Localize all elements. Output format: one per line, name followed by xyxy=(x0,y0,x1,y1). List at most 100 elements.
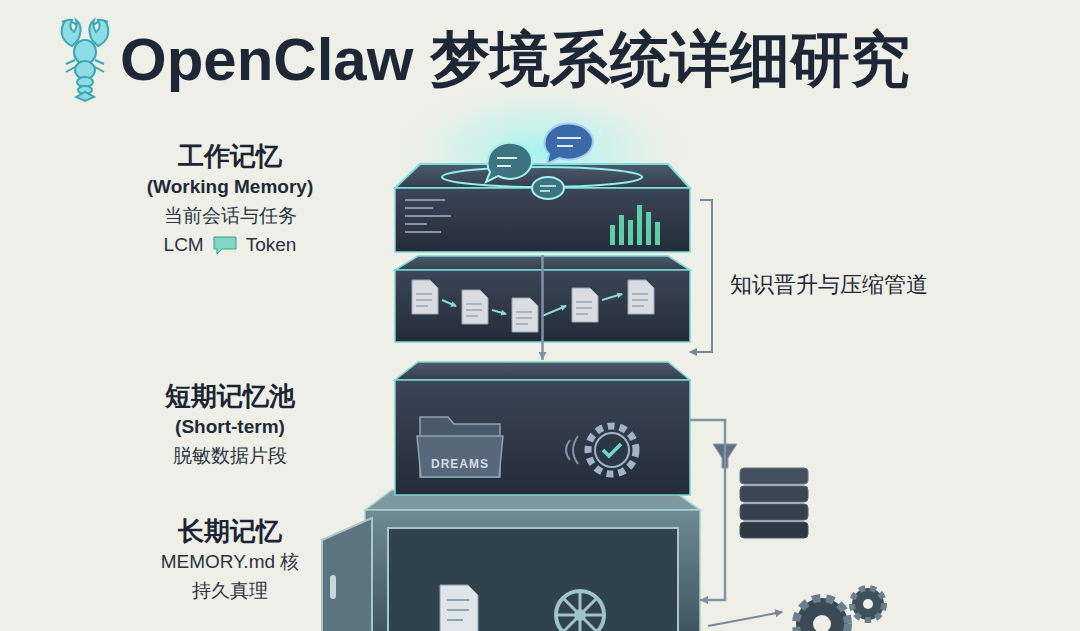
document-lines xyxy=(576,302,592,314)
vault xyxy=(447,600,469,620)
chat-bubbles xyxy=(598,126,604,138)
folder-node: DREAMS xyxy=(420,417,500,479)
chat-bubbles xyxy=(532,177,564,199)
document-icons xyxy=(462,290,488,324)
gear-check xyxy=(566,436,578,464)
vault xyxy=(322,518,372,631)
layer-label: 短期记忆池(Short-term)脱敏数据片段 xyxy=(95,380,365,470)
vault xyxy=(322,490,700,631)
folder-label: DREAMS xyxy=(431,457,489,471)
document-icons xyxy=(512,298,538,332)
layer-text: LCM xyxy=(164,230,204,259)
data-bars xyxy=(619,215,624,245)
title: OpenClaw 梦境系统详细研究 xyxy=(120,22,910,98)
flow-arrows xyxy=(492,310,506,314)
data-bars xyxy=(610,225,615,245)
document-lines xyxy=(466,304,482,316)
layer-text: Token xyxy=(246,230,297,259)
gears xyxy=(863,599,873,609)
flow-connector xyxy=(690,420,725,600)
folder-shape xyxy=(417,436,503,477)
memory-layer: 短期记忆池(Short-term)脱敏数据片段DREAMS xyxy=(395,360,690,495)
data-bars xyxy=(655,222,660,245)
lobster-icon xyxy=(62,20,109,101)
flow-arrows xyxy=(442,294,622,316)
vault xyxy=(388,528,678,631)
layer-heading: 短期记忆池 xyxy=(165,380,295,412)
layer-text: MEMORY.md 核 xyxy=(161,547,300,576)
memory-layer: 工作记忆(Working Memory)当前会话与任务LCMToken xyxy=(395,160,690,255)
flow-arrows xyxy=(442,300,456,306)
gear-check xyxy=(566,426,636,474)
output-arrow xyxy=(708,612,782,626)
data-bars xyxy=(637,205,642,245)
gears xyxy=(796,588,884,631)
document-icons xyxy=(572,288,598,322)
document-icons xyxy=(412,280,654,332)
label-row: 短期记忆池 xyxy=(95,380,365,412)
pipeline-label: 知识晋升与压缩管道 xyxy=(730,270,928,300)
working-memory-cube xyxy=(395,124,690,252)
layer-text: 当前会话与任务 xyxy=(164,201,297,230)
chat-bubbles xyxy=(497,158,517,166)
layer-text: (Short-term) xyxy=(175,412,285,441)
flow-connector xyxy=(541,255,544,360)
layer-label: 工作记忆(Working Memory)当前会话与任务LCM Token xyxy=(95,140,365,259)
storage-stack xyxy=(740,504,808,520)
vault xyxy=(440,585,478,631)
chat-icon xyxy=(212,235,238,255)
flow-arrows xyxy=(542,306,566,316)
gear-check xyxy=(588,426,636,474)
label-row: 脱敏数据片段 xyxy=(95,441,365,470)
lobster-icon xyxy=(66,60,104,72)
label-row: (Short-term) xyxy=(95,412,365,441)
layer-text: (Working Memory) xyxy=(147,172,313,201)
data-bars xyxy=(610,205,660,245)
chat-bubbles xyxy=(557,138,581,146)
gears xyxy=(852,588,884,620)
label-row: MEMORY.md 核 xyxy=(95,547,365,576)
vault xyxy=(556,591,604,631)
pipeline-bracket xyxy=(690,200,712,352)
storage-stack xyxy=(740,522,808,538)
layer-text: 持久真理 xyxy=(192,576,268,605)
document-lines xyxy=(516,312,532,324)
chat-bubbles xyxy=(545,124,593,164)
data-bars xyxy=(628,220,633,245)
label-row: (Working Memory) xyxy=(95,172,365,201)
memory-layer: 长期记忆MEMORY.md 核持久真理 xyxy=(365,490,700,631)
document-icons xyxy=(412,280,438,314)
lobster-icon xyxy=(76,92,94,101)
storage-stack xyxy=(740,486,808,502)
chat-bubbles xyxy=(486,124,604,199)
short-term-cube xyxy=(395,362,690,495)
storage-stack xyxy=(740,468,808,538)
folder-shape xyxy=(417,417,503,477)
storage-stack xyxy=(740,468,808,484)
layer-label: 长期记忆MEMORY.md 核持久真理 xyxy=(95,515,365,605)
vault xyxy=(556,591,604,631)
layer-heading: 工作记忆 xyxy=(178,140,282,172)
document-lines xyxy=(416,294,432,306)
gears xyxy=(813,615,831,631)
flow-arrows xyxy=(602,294,622,300)
gear-check xyxy=(603,444,621,456)
label-row: 工作记忆 xyxy=(95,140,365,172)
chat-bubbles xyxy=(540,186,556,191)
label-row: 长期记忆 xyxy=(95,515,365,547)
label-row: LCM Token xyxy=(95,230,365,259)
label-row: 持久真理 xyxy=(95,576,365,605)
short-term-cube xyxy=(395,380,690,495)
label-row: 当前会话与任务 xyxy=(95,201,365,230)
chat-bubbles xyxy=(486,143,532,182)
data-bars xyxy=(646,212,651,245)
document-icons xyxy=(628,280,654,314)
layer-heading: 长期记忆 xyxy=(178,515,282,547)
short-term-cube xyxy=(395,362,690,380)
document-lines xyxy=(416,294,648,324)
gears xyxy=(796,598,848,631)
document-lines xyxy=(632,294,648,306)
chat-icon xyxy=(214,237,236,254)
